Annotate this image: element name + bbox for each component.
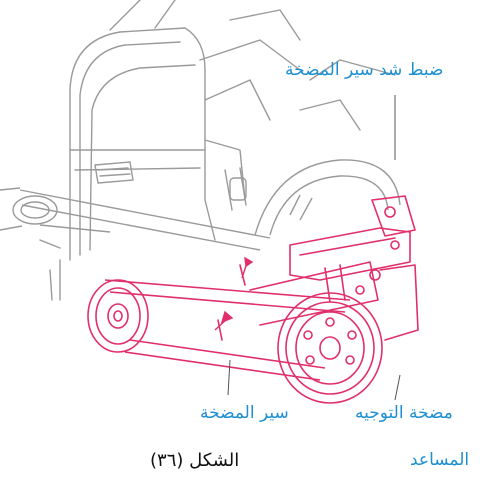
crank-pulley	[88, 280, 148, 352]
power-steering-pump-label: مضخة التوجيه	[355, 405, 453, 422]
power-steering-pump-label-line2: المساعد	[410, 452, 469, 469]
return-hose	[255, 160, 400, 235]
engine-block-outline	[40, 0, 395, 300]
tension-adjust-label: ضبط شد سير المضخة	[285, 62, 443, 79]
callout-pointers	[215, 95, 400, 400]
figure-caption: الشكل (٣٦)	[150, 452, 239, 470]
pump-bracket	[218, 196, 418, 340]
pump-belt-label: سير المضخة	[200, 405, 289, 422]
